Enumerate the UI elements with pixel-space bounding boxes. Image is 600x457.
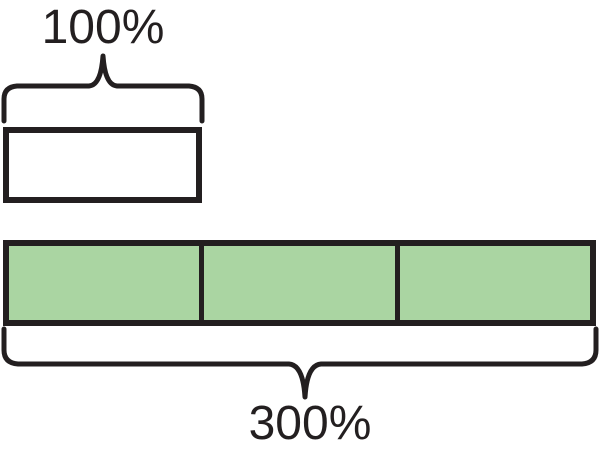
triple-bar-segment-3	[399, 246, 590, 320]
unit-bar-rectangle	[3, 127, 202, 203]
triple-bar-segment-1	[9, 246, 200, 320]
bottom-brace-icon	[1, 326, 599, 400]
unit-bar-label: 100%	[41, 1, 165, 54]
triple-bar-rectangle	[3, 240, 596, 326]
top-brace-icon	[1, 53, 205, 124]
triple-bar-segment-2	[204, 246, 395, 320]
triple-bar-label: 300%	[248, 397, 372, 450]
